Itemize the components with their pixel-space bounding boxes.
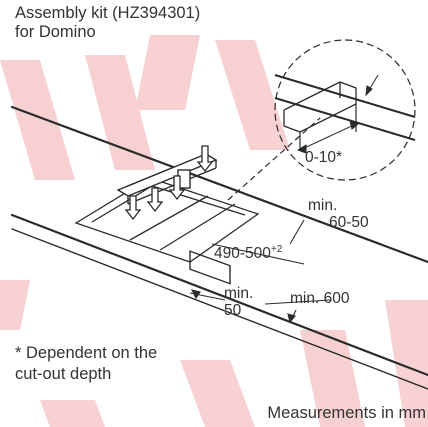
- title-line-1: Assembly kit (HZ394301): [15, 4, 201, 22]
- cutout-width-tolerance: +2: [270, 244, 283, 255]
- depth-min-label: min. 600: [290, 290, 350, 307]
- worktop-outline: [10, 105, 428, 390]
- cutout-width-value: 490-500: [214, 245, 271, 262]
- watermark: [0, 35, 428, 427]
- edge-distance-min-label: min.: [224, 285, 254, 302]
- edge-distance-value: 50: [224, 302, 242, 319]
- worktop-thickness-value: 60-50: [329, 214, 369, 231]
- dimension-lines: [189, 219, 331, 324]
- insert-arrows: [124, 145, 214, 221]
- detail-magnifier: [274, 39, 416, 181]
- units-note: Measurements in mm: [267, 404, 426, 422]
- worktop-thickness-min-label: min.: [308, 197, 338, 214]
- footnote-line-1: * Dependent on the: [15, 344, 158, 362]
- detail-gap-label: 0-10*: [305, 149, 343, 166]
- cutout-width-label: 490-500+2: [214, 244, 282, 263]
- title-line-2: for Domino: [15, 23, 96, 41]
- footnote-line-2: cut-out depth: [15, 365, 112, 383]
- assembly-rail: [116, 153, 231, 285]
- cutout-hidden-edge: [227, 117, 321, 201]
